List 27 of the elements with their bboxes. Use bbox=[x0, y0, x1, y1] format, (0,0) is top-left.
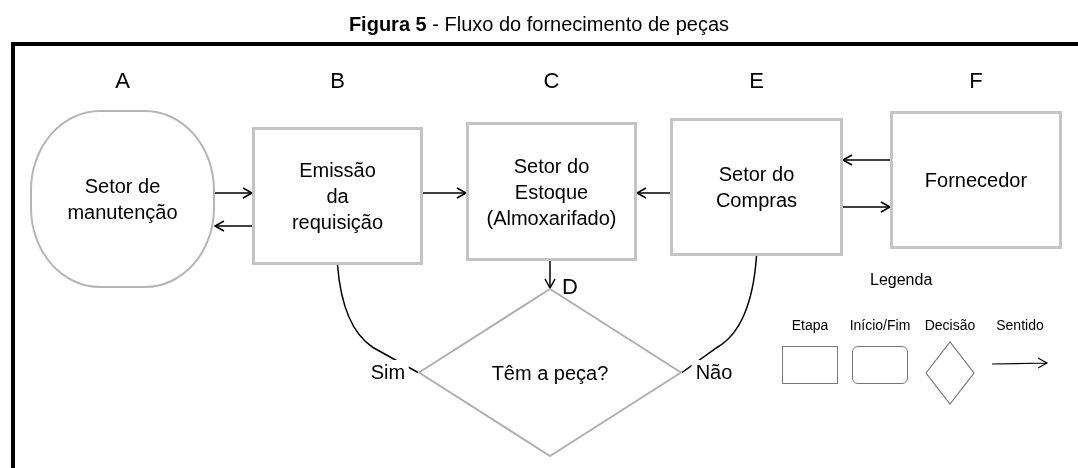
arrow bbox=[214, 220, 253, 232]
arrow bbox=[422, 187, 467, 199]
arrow bbox=[842, 201, 891, 213]
node-text: Setor do Estoque (Almoxarifado) bbox=[485, 153, 618, 231]
node-text: Têm a peça? bbox=[491, 360, 609, 386]
legend-title: Legenda bbox=[870, 270, 933, 290]
column-letter: E bbox=[748, 68, 765, 94]
arrow bbox=[636, 187, 671, 199]
legend-label: Sentido bbox=[996, 316, 1044, 335]
arrow bbox=[544, 260, 556, 289]
legend-label: Início/Fim bbox=[849, 316, 911, 335]
figure-title: Figura 5 - Fluxo do fornecimento de peças bbox=[347, 12, 731, 36]
node-text: Setor de manutenção bbox=[66, 174, 179, 225]
legend-label: Etapa bbox=[791, 316, 829, 335]
column-letter: D bbox=[562, 274, 578, 300]
node-text: Setor do Compras bbox=[714, 162, 799, 213]
column-letter: C bbox=[542, 68, 561, 94]
arrow bbox=[842, 154, 891, 166]
arrow bbox=[214, 187, 253, 199]
column-letter: A bbox=[114, 68, 131, 94]
column-letter: F bbox=[968, 68, 984, 94]
node-text: Fornecedor bbox=[924, 168, 1028, 193]
connector-line bbox=[681, 255, 758, 374]
node-text: Emissão da requisição bbox=[290, 158, 385, 235]
column-letter: B bbox=[329, 68, 346, 94]
connector-line bbox=[336, 264, 419, 374]
legend-label: Decisão bbox=[924, 316, 976, 335]
